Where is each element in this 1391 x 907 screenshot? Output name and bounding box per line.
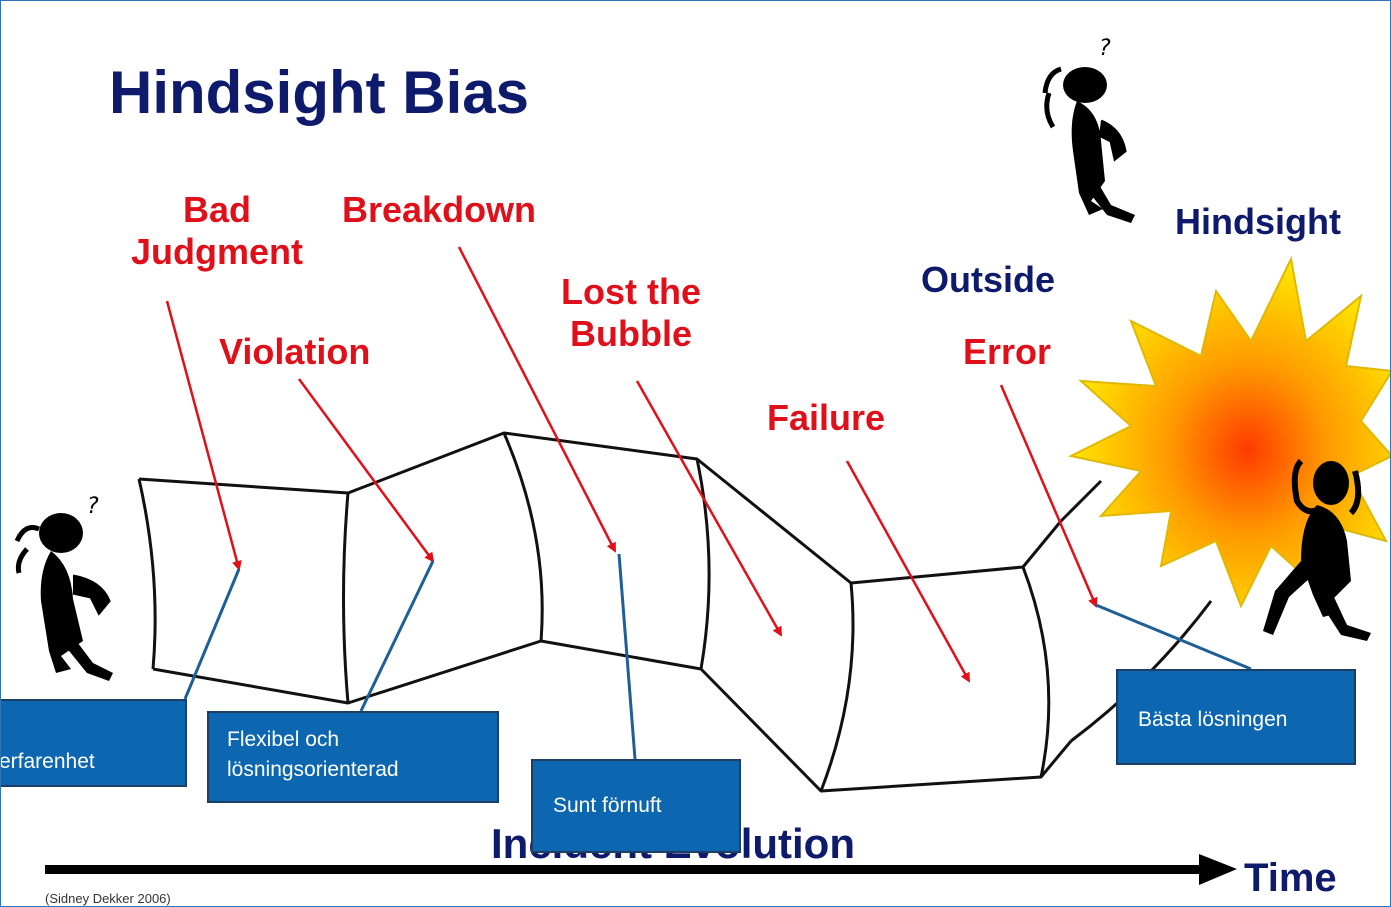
- callout-basta-text: Bästa lösningen: [1138, 708, 1288, 731]
- callout-flexibel-line-2: lösningsorienterad: [227, 757, 399, 781]
- callout-erfarenhet-text: erfarenhet: [0, 750, 95, 773]
- slide-title: Hindsight Bias: [109, 59, 530, 126]
- label-lost-the-bubble-line-1: Lost the: [561, 271, 701, 312]
- arrow-breakdown: [457, 246, 617, 553]
- label-bad-judgment-line-1: Bad: [183, 189, 252, 230]
- label-breakdown: Breakdown: [342, 189, 537, 230]
- callout-flexibel: Flexibel och lösningsorienterad: [207, 711, 499, 803]
- label-lost-the-bubble: Lost the Bubble: [561, 271, 701, 356]
- time-label: Time: [1244, 856, 1337, 900]
- incident-tube: [137, 431, 1213, 793]
- callout-connectors: [183, 553, 1252, 760]
- label-bad-judgment-line-2: Judgment: [131, 231, 304, 273]
- arrow-violation: [297, 378, 435, 563]
- arrow-bad-judgment: [165, 300, 242, 571]
- label-violation: Violation: [219, 331, 371, 372]
- head-scratching-person-icon: [1263, 458, 1371, 641]
- label-failure: Failure: [767, 397, 886, 438]
- label-outside: Outside: [921, 259, 1056, 300]
- time-axis: [45, 854, 1237, 885]
- label-hindsight: Hindsight: [1175, 201, 1341, 242]
- arrow-lost-the-bubble: [635, 380, 783, 637]
- arrow-failure: [845, 460, 971, 683]
- arrow-error: [999, 384, 1098, 608]
- confused-person-icon: ?: [1042, 36, 1135, 223]
- svg-text:?: ?: [1099, 36, 1111, 61]
- callout-sunt-fornuft-text: Sunt förnuft: [553, 794, 662, 817]
- label-error: Error: [963, 331, 1052, 372]
- callout-sunt-fornuft: Sunt förnuft: [531, 759, 741, 853]
- label-lost-the-bubble-line-2: Bubble: [570, 313, 692, 355]
- callout-basta-losningen: Bästa lösningen: [1116, 669, 1356, 765]
- confused-person-icon: ?: [14, 494, 113, 681]
- callout-flexibel-line-1: Flexibel och: [227, 728, 340, 751]
- citation: (Sidney Dekker 2006): [45, 891, 171, 906]
- red-arrows: [165, 246, 1098, 683]
- label-bad-judgment: Bad Judgment: [131, 189, 303, 274]
- svg-text:?: ?: [87, 494, 99, 519]
- callout-erfarenhet: erfarenhet: [0, 699, 187, 787]
